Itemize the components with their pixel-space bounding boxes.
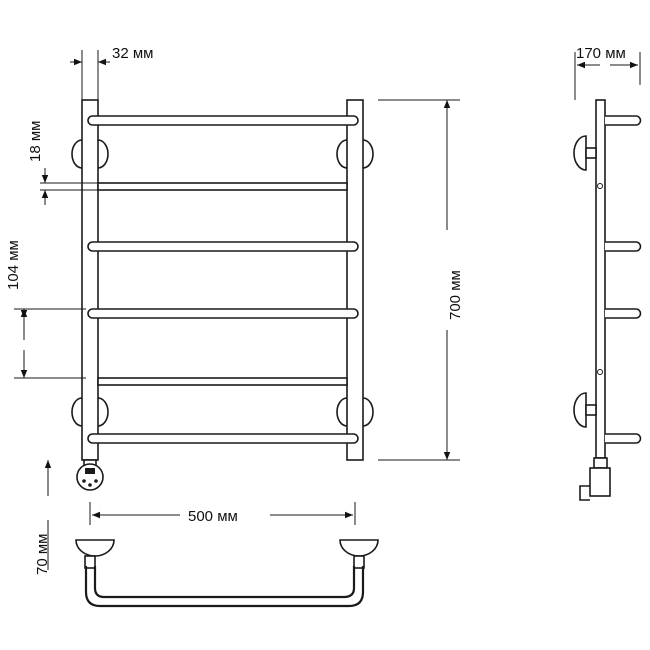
bottom-view	[75, 539, 379, 608]
dim-32mm-label: 32 мм	[112, 45, 153, 62]
rung-1	[87, 115, 359, 126]
wall-mount-right-top	[336, 139, 374, 169]
rung-2	[87, 241, 359, 252]
flat-bar-1	[97, 182, 348, 191]
dim-700mm-label: 700 мм	[447, 270, 464, 320]
dim-170mm-label: 170 мм	[576, 45, 626, 62]
electric-connector-icon	[76, 459, 104, 491]
wall-mount-left-bottom	[71, 397, 109, 427]
side-view	[573, 99, 642, 501]
wall-mount-right-bottom	[336, 397, 374, 427]
rung-4	[87, 433, 359, 444]
front-view	[71, 99, 374, 491]
dim-70mm-label: 70 мм	[34, 534, 51, 575]
dimension-lines	[14, 50, 641, 570]
flat-bar-2	[97, 377, 348, 386]
dim-500mm-label: 500 мм	[188, 508, 238, 525]
rung-3	[87, 308, 359, 319]
right-post	[346, 99, 364, 461]
left-post	[81, 99, 99, 461]
wall-mount-left-top	[71, 139, 109, 169]
dim-104mm-label: 104 мм	[5, 240, 22, 290]
dim-18mm-label: 18 мм	[27, 121, 44, 162]
